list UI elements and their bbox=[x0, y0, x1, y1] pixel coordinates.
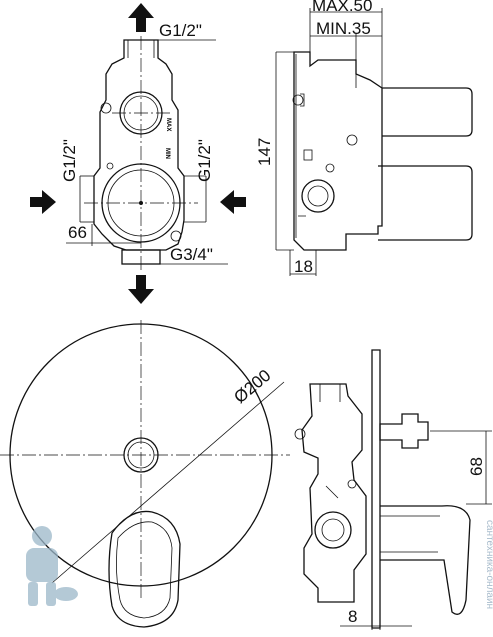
arrow-up-icon bbox=[128, 3, 154, 32]
dim-plate-8: 8 bbox=[348, 607, 357, 626]
max-mark: MAX bbox=[165, 118, 171, 131]
dim-offset-66: 66 bbox=[68, 223, 87, 242]
dim-handle-68: 68 bbox=[467, 457, 486, 476]
arrow-right-icon bbox=[30, 190, 56, 214]
arrow-left-icon bbox=[220, 190, 246, 214]
dim-inlet-top: G1/2" bbox=[159, 21, 202, 40]
dim-wall-18: 18 bbox=[294, 257, 313, 276]
watermark-logo bbox=[26, 526, 78, 606]
dim-inlet-left: G1/2" bbox=[60, 139, 79, 182]
watermark-text: сантехника-онлайн bbox=[484, 520, 493, 609]
dim-outlet-bottom: G3/4" bbox=[170, 245, 213, 264]
dim-height-147: 147 bbox=[255, 138, 274, 166]
min-mark: MIN bbox=[164, 148, 170, 159]
dim-inlet-right: G1/2" bbox=[195, 139, 214, 182]
dim-depth-max: MAX.50 bbox=[312, 0, 372, 15]
valve-body-front-view: MAX MIN G1/2" G1/2" G1/2" 66 G3/4" bbox=[30, 3, 246, 304]
valve-body-side-view: MAX.50 MIN.35 147 18 bbox=[255, 0, 473, 276]
dim-depth-min: MIN.35 bbox=[316, 19, 371, 38]
dim-plate-diameter: Ø200 bbox=[230, 366, 274, 407]
assembly-side-view: 68 8 bbox=[294, 349, 492, 630]
arrow-down-icon bbox=[128, 275, 154, 304]
